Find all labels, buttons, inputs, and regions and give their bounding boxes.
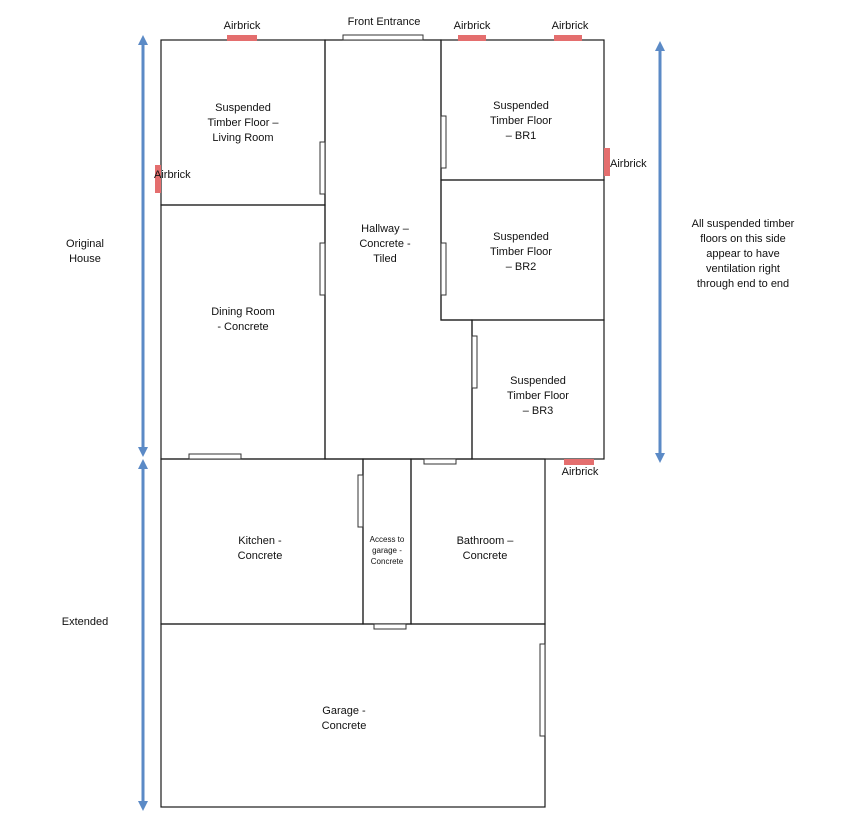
kitchen-label: Kitchen -Concrete [237, 535, 283, 562]
doors [188, 34, 546, 737]
airbrick-label-top-br1-b: Airbrick [551, 20, 589, 32]
garage-door [539, 643, 546, 737]
br3-door [471, 335, 478, 389]
arrows [138, 35, 665, 811]
kitchen-access-door [357, 474, 364, 528]
garage-label: Garage -Concrete [321, 705, 367, 732]
airbrick-label-left-living: Airbrick [154, 169, 191, 181]
front-entrance-door [342, 34, 424, 41]
airbrick-label-top-living: Airbrick [223, 20, 261, 32]
airbrick-label-right-br1: Airbrick [610, 158, 647, 170]
airbrick-top-br1-b [554, 35, 582, 41]
hall-bathroom-door [423, 458, 457, 465]
extended-label: Extended [61, 616, 109, 628]
bathroom-label: Bathroom –Concrete [456, 535, 514, 562]
br1-door [440, 115, 447, 169]
airbrick-top-br1-a [458, 35, 486, 41]
airbricks [155, 35, 610, 465]
airbrick-bottom-br3 [564, 459, 594, 465]
airbrick-label-bottom-br3: Airbrick [561, 466, 599, 478]
hallway-label: Hallway –Concrete -Tiled [359, 223, 411, 265]
airbrick-top-living [227, 35, 257, 41]
airbrick-left-living [155, 165, 161, 193]
front-entrance-label: Front Entrance [347, 16, 421, 28]
dining-room-door [319, 242, 326, 296]
dining-room-label: Dining Room- Concrete [211, 306, 275, 333]
access-garage-door [373, 623, 407, 630]
living-room-door [319, 141, 326, 195]
airbrick-label-top-br1-a: Airbrick [453, 20, 491, 32]
br2-door [440, 242, 447, 296]
airbrick-right-br1 [604, 148, 610, 176]
walls [160, 39, 605, 808]
dining-kitchen-door [188, 453, 242, 460]
